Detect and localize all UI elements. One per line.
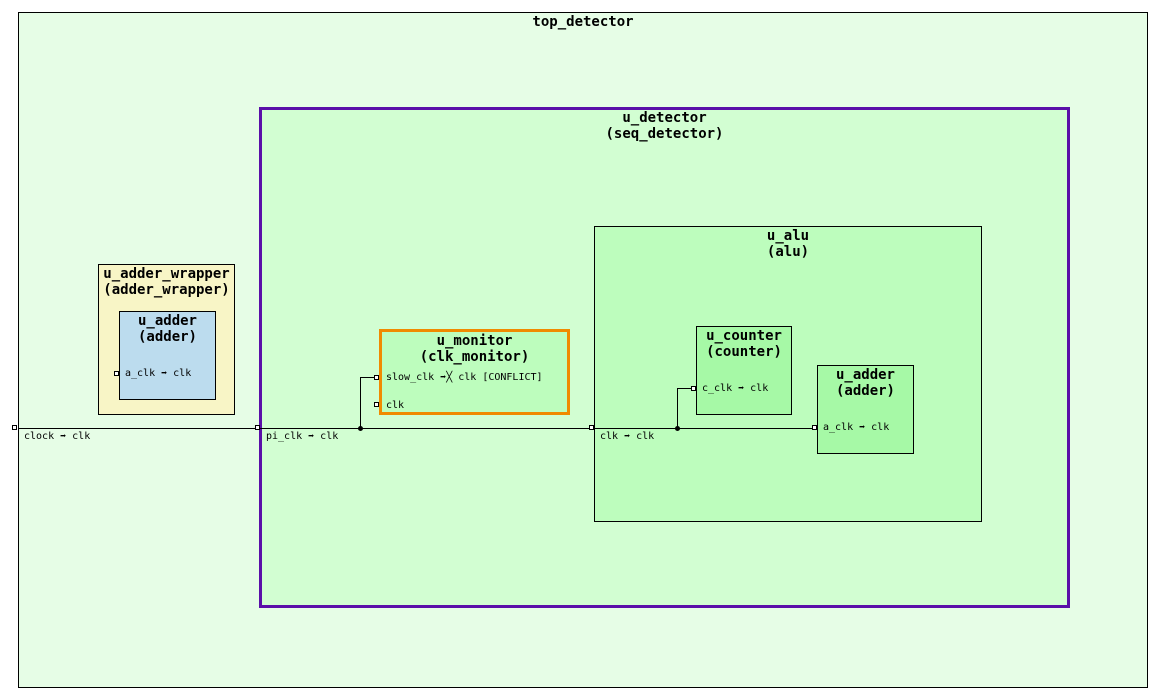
top-detector-name: top_detector <box>532 14 634 30</box>
monitor-slowclk-port[interactable] <box>374 375 379 380</box>
alu-adder-aclk-label: a_clk ➡ clk <box>823 422 890 433</box>
wrapper-adder-aclk-port[interactable] <box>114 371 119 376</box>
monitor-module: (clk_monitor) <box>419 349 530 365</box>
top-clock-port-label: clock ➡ clk <box>24 431 91 442</box>
counter-cclk-label: c_clk ➡ clk <box>702 383 769 394</box>
monitor-name: u_monitor <box>436 333 513 349</box>
counter-cclk-port[interactable] <box>691 386 696 391</box>
wrapper-adder-aclk-label: a_clk ➡ clk <box>125 368 192 379</box>
monitor-title: u_monitor (clk_monitor) <box>382 333 567 365</box>
monitor-instance[interactable]: u_monitor (clk_monitor) <box>379 329 570 415</box>
adder-wrapper-module: (adder_wrapper) <box>103 282 230 298</box>
alu-clk-port[interactable] <box>589 425 594 430</box>
detector-module: (seq_detector) <box>605 126 724 142</box>
top-clock-port[interactable] <box>12 425 17 430</box>
wrapper-adder-module: (adder) <box>137 329 197 345</box>
detector-name: u_detector <box>622 110 707 126</box>
counter-module: (counter) <box>706 344 782 360</box>
alu-adder-module: (adder) <box>835 383 895 399</box>
wrapper-adder-instance[interactable]: u_adder (adder) <box>119 311 216 400</box>
adder-wrapper-title: u_adder_wrapper (adder_wrapper) <box>99 266 234 298</box>
alu-module: (alu) <box>766 244 810 260</box>
monitor-clk-label: clk <box>386 400 405 411</box>
counter-title: u_counter (counter) <box>697 328 791 360</box>
monitor-clk-port[interactable] <box>374 402 379 407</box>
alu-adder-aclk-port[interactable] <box>812 425 817 430</box>
adder-wrapper-name: u_adder_wrapper <box>103 266 230 282</box>
detector-piclk-label: pi_clk ➡ clk <box>266 431 339 442</box>
counter-instance[interactable]: u_counter (counter) <box>696 326 792 415</box>
counter-name: u_counter <box>706 328 782 344</box>
alu-name: u_alu <box>766 228 810 244</box>
wrapper-adder-name: u_adder <box>137 313 197 329</box>
alu-adder-name: u_adder <box>835 367 895 383</box>
alu-adder-instance[interactable]: u_adder (adder) <box>817 365 914 454</box>
alu-clk-label: clk ➡ clk <box>600 431 655 442</box>
wrapper-adder-title: u_adder (adder) <box>120 313 215 345</box>
alu-title: u_alu (alu) <box>595 228 981 260</box>
detector-title: u_detector (seq_detector) <box>262 110 1067 142</box>
alu-adder-title: u_adder (adder) <box>818 367 913 399</box>
detector-piclk-port[interactable] <box>255 425 260 430</box>
monitor-slowclk-label: slow_clk ➡╳ clk [CONFLICT] <box>386 372 543 383</box>
top-detector-title: top_detector <box>19 14 1147 30</box>
